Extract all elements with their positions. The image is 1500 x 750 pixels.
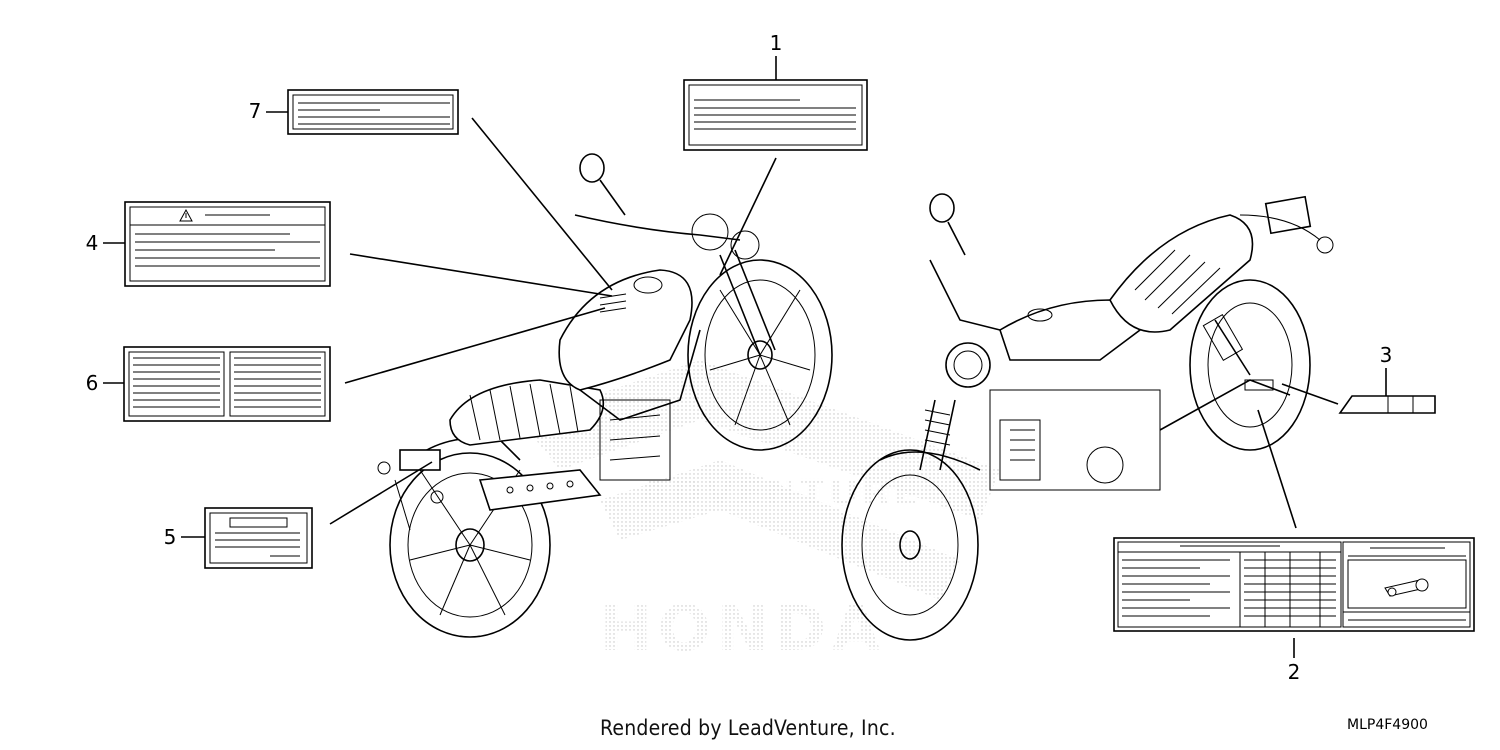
svg-text:HONDA: HONDA: [600, 592, 886, 665]
motorcycle-right: [841, 193, 1334, 641]
label-1: [683, 79, 868, 151]
callout-number-6: 6: [86, 371, 99, 395]
part-code: MLP4F4900: [1347, 717, 1428, 733]
callout-number-4: 4: [86, 231, 99, 255]
callout-number-7: 7: [249, 99, 262, 123]
callout-5: 5: [164, 461, 433, 549]
label-7: [287, 89, 459, 135]
motorcycle-left: [377, 153, 833, 638]
label-2: [1113, 537, 1475, 632]
callout-number-3: 3: [1380, 343, 1393, 367]
callout-number-5: 5: [164, 525, 177, 549]
callout-1: 1: [719, 31, 783, 276]
callout-3: 3: [1281, 343, 1393, 405]
callout-number-2: 2: [1288, 660, 1301, 684]
callout-6: 6: [86, 307, 606, 395]
chain-adjust-icon: [1384, 578, 1429, 597]
callout-2: 2: [1257, 409, 1301, 684]
callout-7: 7: [249, 99, 613, 291]
callout-4: 4: [86, 231, 613, 297]
svg-text:ADVENTURE: ADVENTURE: [640, 473, 922, 514]
callout-number-1: 1: [770, 31, 783, 55]
footer-credit: Rendered by LeadVenture, Inc.: [600, 716, 896, 740]
label-4: [124, 201, 331, 287]
label-5: [204, 507, 313, 569]
label-6: [123, 346, 331, 422]
label-3: [1338, 395, 1436, 414]
